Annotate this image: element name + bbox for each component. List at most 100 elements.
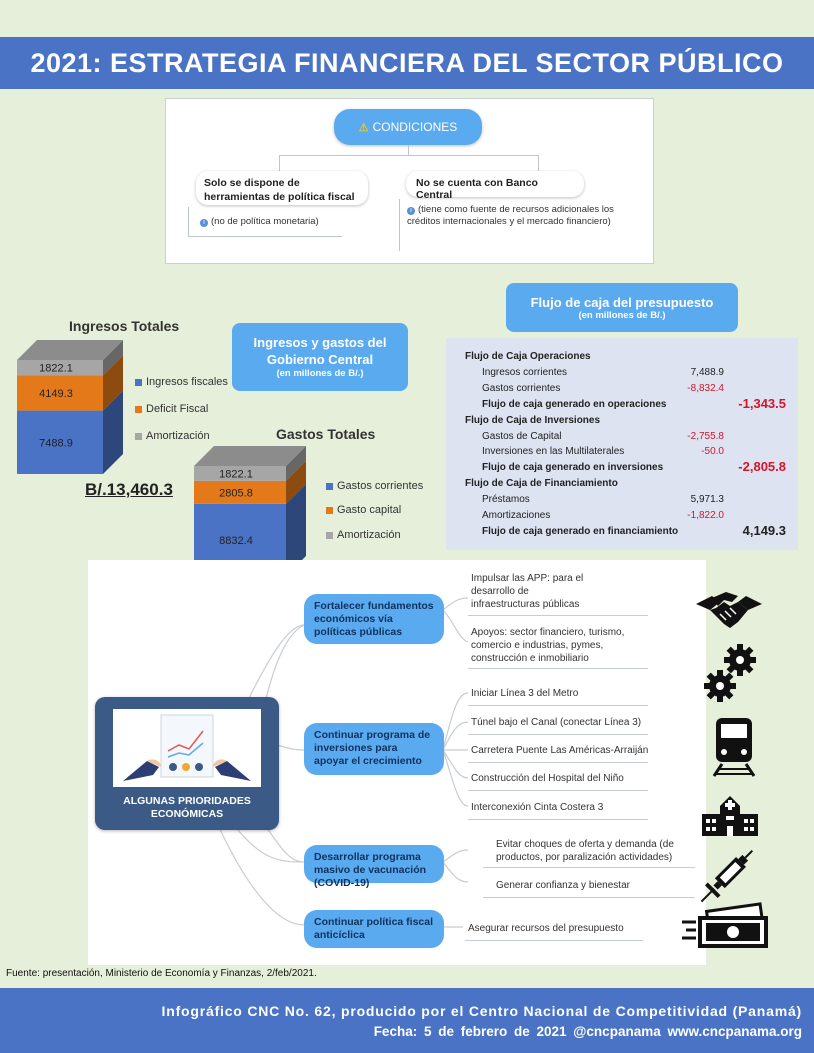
- ingresos-legend-2: Amortización: [135, 430, 210, 442]
- train-icon: [712, 718, 756, 777]
- conditions-title: CONDICIONES: [372, 120, 458, 134]
- bar-segment-side-2: [103, 340, 123, 376]
- mindmap-center: ALGUNAS PRIORIDADES ECONÓMICAS: [95, 697, 279, 830]
- gears-icon: [704, 644, 756, 702]
- leaf-confianza: Generar confianza y bienestar: [496, 880, 630, 891]
- flujo-title-box: Flujo de caja del presupuesto (en millon…: [506, 283, 738, 332]
- bar-segment-2: [17, 360, 103, 376]
- flujo-row: Flujo de caja generado en operaciones -1,…: [446, 395, 798, 413]
- condition-left-note: i(no de política monetaria): [200, 216, 319, 227]
- flujo-row-label: Gastos de Capital: [482, 430, 562, 442]
- flujo-row: Gastos corrientes -8,832.4: [446, 382, 798, 397]
- flujo-row: Flujo de caja generado en inversiones -2,…: [446, 459, 798, 476]
- flujo-row-total: -1,343.5: [738, 395, 786, 411]
- condition-right-title: No se cuenta con Banco Central: [416, 177, 538, 201]
- leaf-carretera: Carretera Puente Las Américas-Arraiján: [471, 745, 649, 756]
- flujo-row: Gastos de Capital -2,755.8: [446, 430, 798, 445]
- flujo-row-value: -2,755.8: [687, 430, 724, 442]
- flujo-row-total: -2,805.8: [738, 459, 786, 475]
- ingresos-chart-title: Ingresos Totales: [69, 318, 180, 334]
- mindmap-panel: ALGUNAS PRIORIDADES ECONÓMICAS Fortalece…: [88, 560, 706, 965]
- flujo-row: Inversiones en las Multilaterales -50.0: [446, 445, 798, 460]
- warning-icon: ⚠: [358, 121, 369, 134]
- bar-data-label-0: 7488.9: [39, 437, 73, 449]
- flujo-row-value: 7,488.9: [690, 366, 724, 378]
- flujo-row-value: -50.0: [701, 446, 724, 458]
- ingresos-legend-1: Deficit Fiscal: [135, 403, 208, 415]
- flujo-row-label: Flujo de caja generado en inversiones: [482, 462, 664, 474]
- bar-segment-side-2: [286, 446, 306, 481]
- conditions-pill: ⚠ CONDICIONES: [334, 109, 482, 145]
- condition-left-note-text: (no de política monetaria): [211, 216, 319, 227]
- condition-left-title: Solo se dispone de herramientas de polít…: [204, 177, 355, 203]
- mindmap-center-label: ALGUNAS PRIORIDADES ECONÓMICAS: [123, 795, 251, 821]
- condition-right-note-text: (tiene como fuente de recursos adicional…: [407, 204, 614, 228]
- leaf-tunel: Túnel bajo el Canal (conectar Línea 3): [471, 717, 642, 728]
- bar-segment-side-0: [103, 390, 123, 474]
- bar-segment-1: [194, 480, 286, 504]
- flujo-row-label: Gastos corrientes: [482, 382, 561, 394]
- info-icon: i: [407, 207, 415, 215]
- bar-segment-2: [194, 466, 286, 481]
- flujo-row-label: Ingresos corrientes: [482, 366, 568, 378]
- flujo-unit: (en millones de B/.): [578, 309, 666, 321]
- bar-data-label-1: 2805.8: [219, 487, 253, 499]
- flujo-row-label: Préstamos: [482, 494, 530, 506]
- syringe-icon: [700, 849, 754, 903]
- bar-segment-1: [17, 375, 103, 411]
- footer: Infográfico CNC No. 62, producido por el…: [0, 988, 814, 1053]
- flujo-row-label: Amortizaciones: [482, 510, 551, 521]
- handshake-icon: [696, 592, 762, 628]
- bar-data-label-2: 1822.1: [219, 468, 253, 480]
- gastos-legend-1: Gasto capital: [326, 504, 401, 516]
- flujo-row-value: -8,832.4: [687, 382, 724, 394]
- flujo-title: Flujo de caja del presupuesto: [530, 294, 714, 310]
- leaf-recursos: Asegurar recursos del presupuesto: [468, 923, 624, 934]
- leaf-app: Impulsar las APP: para el desarrollo de …: [471, 573, 584, 610]
- branch-vacunacion: Desarrollar programa masivo de vacunació…: [304, 845, 444, 889]
- ingresos-gastos-title: Ingresos y gastos del Gobierno Central: [253, 334, 387, 367]
- flujo-row-label: Inversiones en las Multilaterales: [482, 446, 625, 458]
- ingresos-gastos-label: Ingresos y gastos del Gobierno Central (…: [232, 323, 408, 391]
- leaf-apoyos: Apoyos: sector financiero, turismo, come…: [471, 627, 625, 664]
- flujo-row-label: Flujo de Caja de Inversiones: [465, 414, 601, 426]
- hospital-icon: [702, 796, 758, 836]
- ingresos-legend-0: Ingresos fiscales: [135, 376, 228, 388]
- branch-politica-fiscal: Continuar política fiscal anticíclica: [304, 910, 444, 948]
- flujo-row: Préstamos 5,971.3: [446, 493, 798, 508]
- flujo-row: Flujo de Caja Operaciones: [446, 350, 798, 365]
- bar-top: [17, 340, 123, 360]
- gastos-legend-2: Amortización: [326, 529, 401, 541]
- flujo-row-value: 5,971.3: [690, 494, 724, 506]
- branch-inversiones: Continuar programa de inversiones para a…: [304, 723, 444, 775]
- ingresos-gastos-unit: (en millones de B/.): [276, 368, 364, 380]
- bar-top: [194, 446, 306, 466]
- flujo-row-total: 4,149.3: [742, 522, 786, 538]
- bar-segment-0: [17, 410, 103, 474]
- condition-right-note: i(tiene como fuente de recursos adiciona…: [407, 204, 629, 229]
- flujo-row-label: Flujo de Caja Operaciones: [465, 351, 591, 362]
- bar-data-label-2: 1822.1: [39, 363, 73, 375]
- flujo-row-label: Flujo de Caja de Financiamiento: [465, 478, 618, 490]
- flujo-row: Flujo de Caja de Financiamiento: [446, 477, 798, 492]
- bar-segment-side-1: [286, 460, 306, 504]
- flujo-row-label: Flujo de caja generado en operaciones: [482, 398, 667, 410]
- bar-segment-side-0: [286, 483, 306, 576]
- info-icon: i: [200, 219, 208, 227]
- page-title: 2021: ESTRATEGIA FINANCIERA DEL SECTOR P…: [0, 37, 814, 89]
- condition-left-box: Solo se dispone de herramientas de polít…: [196, 171, 368, 205]
- leaf-choques: Evitar choques de oferta y demanda (de p…: [496, 839, 674, 863]
- flujo-row: Flujo de caja generado en financiamiento…: [446, 522, 798, 540]
- flujo-row-label: Flujo de caja generado en financiamiento: [482, 525, 679, 537]
- money-icon: [682, 902, 768, 948]
- ingresos-chart: 7488.9 4149.3 1822.1: [17, 340, 123, 474]
- bar-data-label-1: 4149.3: [39, 388, 73, 400]
- footer-credit: Infográfico CNC No. 62, producido por el…: [161, 1003, 802, 1019]
- condition-right-box: No se cuenta con Banco Central: [406, 171, 584, 201]
- gastos-chart-title: Gastos Totales: [276, 426, 376, 442]
- leaf-cinta-costera: Interconexión Cinta Costera 3: [471, 802, 604, 813]
- footer-date-links: Fecha: 5 de febrero de 2021 @cncpanama w…: [373, 1024, 802, 1039]
- flujo-row: Ingresos corrientes 7,488.9: [446, 366, 798, 381]
